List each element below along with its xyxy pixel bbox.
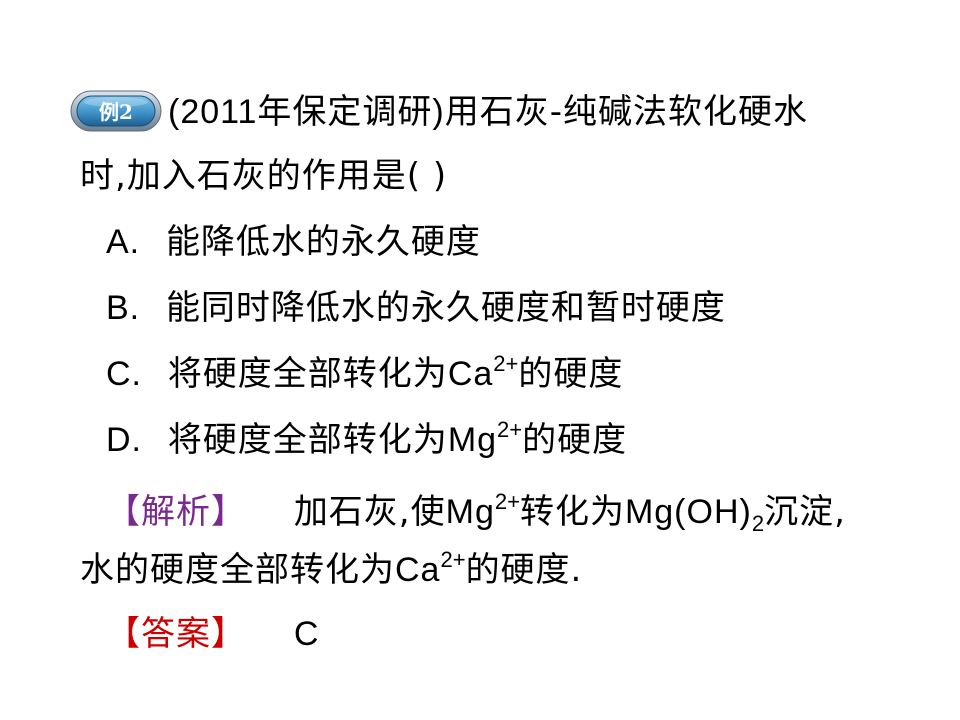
analysis-line-2: 水的硬度全部转化为Ca2+的硬度. xyxy=(80,547,583,591)
option-c-text-before: 将硬度全部转化为 xyxy=(167,354,448,394)
analysis-ion-1: Mg xyxy=(445,493,495,531)
question-line-2: 时,加入石灰的作用是( ) xyxy=(80,156,447,196)
analysis-charge-1: 2+ xyxy=(494,489,520,514)
analysis-text-3: 沉淀, xyxy=(764,492,846,532)
example-badge: 例2 xyxy=(70,88,162,134)
option-b: B. 能同时降低水的永久硬度和暂时硬度 xyxy=(106,288,726,328)
analysis-compound: Mg(OH) xyxy=(624,493,752,531)
option-a: A. 能降低水的永久硬度 xyxy=(106,222,481,262)
analysis-compound-subscript: 2 xyxy=(751,511,765,536)
option-c-ion: Ca xyxy=(447,355,494,393)
option-b-letter: B. xyxy=(106,289,141,327)
option-b-text: 能同时降低水的永久硬度和暂时硬度 xyxy=(165,288,726,328)
question-source: (2011年保定调研) xyxy=(168,93,445,131)
option-d-ion: Mg xyxy=(447,421,498,459)
option-d-letter: D. xyxy=(106,421,142,459)
question-text-1: 用石灰-纯碱法软化硬水 xyxy=(444,92,809,132)
question-line-1: (2011年保定调研)用石灰-纯碱法软化硬水 xyxy=(168,92,808,132)
analysis-charge-2: 2+ xyxy=(440,547,466,572)
option-a-text: 能降低水的永久硬度 xyxy=(165,222,481,262)
analysis-ion-2: Ca xyxy=(395,551,441,589)
option-d: D. 将硬度全部转化为Mg2+的硬度 xyxy=(106,417,628,461)
option-c: C. 将硬度全部转化为Ca2+的硬度 xyxy=(106,351,624,395)
analysis-text-2: 转化为 xyxy=(519,492,625,532)
option-d-text-after: 的硬度 xyxy=(522,420,628,460)
option-c-charge: 2+ xyxy=(493,351,519,376)
question-text-2: 时,加入石灰的作用是( ) xyxy=(80,156,448,196)
example-badge-graphic: 例2 xyxy=(70,90,162,132)
answer-value: C xyxy=(293,615,320,653)
option-c-text-after: 的硬度 xyxy=(518,354,624,394)
analysis-line-1: 【解析】 加石灰,使Mg2+转化为Mg(OH)2沉淀, xyxy=(106,489,846,535)
option-a-letter: A. xyxy=(106,223,141,261)
answer-line: 【答案】 C xyxy=(106,614,319,654)
option-c-letter: C. xyxy=(106,355,142,393)
analysis-text-4: 水的硬度全部转化为 xyxy=(80,550,395,590)
analysis-text-5: 的硬度. xyxy=(465,550,583,590)
example-badge-label: 例2 xyxy=(99,100,133,124)
option-d-text-before: 将硬度全部转化为 xyxy=(167,420,448,460)
analysis-tag: 【解析】 xyxy=(106,492,246,532)
answer-tag: 【答案】 xyxy=(106,614,246,654)
analysis-text-1: 加石灰,使 xyxy=(293,492,446,532)
option-d-charge: 2+ xyxy=(497,417,523,442)
